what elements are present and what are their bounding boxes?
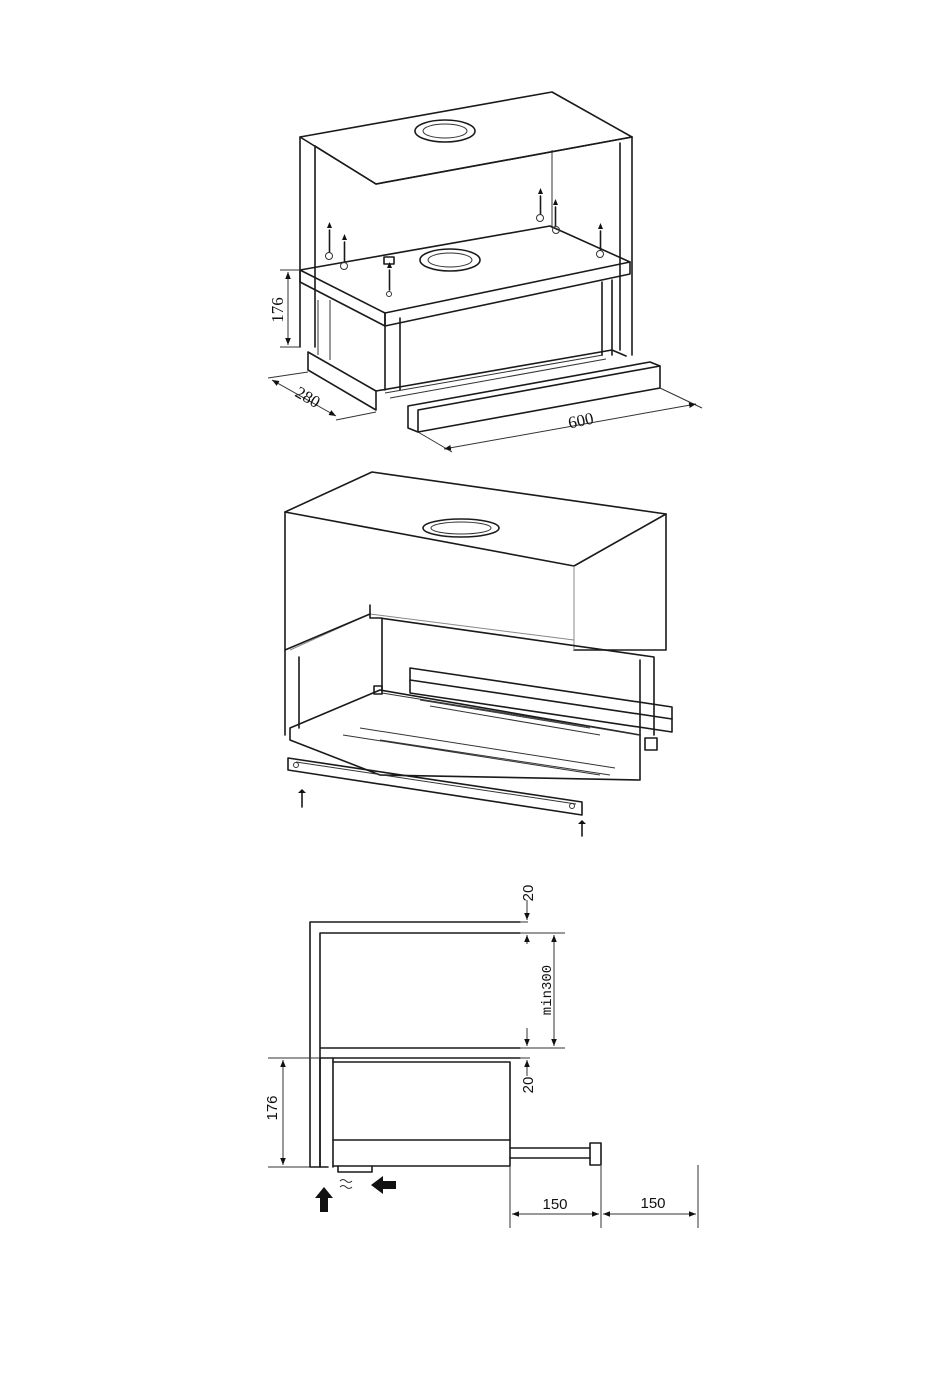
duct-hole-shelf bbox=[420, 249, 480, 271]
dim-width-600: 600 bbox=[418, 388, 702, 452]
telescopic-rail bbox=[510, 1148, 590, 1158]
figure-3-side-section: 20 min300 20 176 1 bbox=[264, 885, 698, 1228]
arrow-up-icon bbox=[315, 1187, 333, 1212]
dim-height-176: 176 bbox=[268, 270, 300, 347]
dim-label-176-section: 176 bbox=[264, 1095, 281, 1120]
hood-side-view bbox=[333, 1062, 510, 1166]
arrow-left-icon bbox=[371, 1176, 396, 1194]
dim-label-280: 280 bbox=[292, 383, 324, 412]
dim-height-176-section: 176 bbox=[264, 1058, 320, 1167]
cabinet-right-side bbox=[620, 137, 632, 355]
screw-icon bbox=[298, 789, 306, 807]
dim-label-lower-20: 20 bbox=[520, 1077, 537, 1094]
mounting-bracket bbox=[288, 758, 582, 815]
screw-icon bbox=[578, 820, 586, 836]
screw-icon bbox=[387, 262, 392, 290]
dim-label-top-20: 20 bbox=[520, 885, 537, 902]
dim-depth-280: 280 bbox=[268, 372, 376, 420]
screw-icon bbox=[538, 188, 543, 214]
screw-icon bbox=[598, 223, 603, 250]
front-panel-side bbox=[590, 1143, 601, 1165]
dim-label-min300: min300 bbox=[540, 965, 556, 1015]
airflow-arrows bbox=[315, 1176, 396, 1212]
cable-hole bbox=[384, 257, 394, 264]
figure-1-cabinet-mounting: 176 280 600 bbox=[268, 92, 702, 452]
dim-label-150-second: 150 bbox=[640, 1195, 665, 1212]
cabinet-outline bbox=[285, 472, 666, 650]
dim-lower-gap-20: 20 bbox=[520, 1028, 537, 1093]
dim-top-gap-20: 20 bbox=[520, 885, 537, 944]
figure-2-hood-installation bbox=[285, 472, 672, 836]
cabinet-section bbox=[310, 922, 520, 1167]
dim-label-600: 600 bbox=[566, 409, 595, 433]
dim-label-176: 176 bbox=[268, 297, 287, 323]
screws bbox=[326, 188, 604, 297]
duct-hole-top bbox=[415, 120, 475, 142]
cabinet-left-side bbox=[300, 137, 315, 347]
dim-label-150-first: 150 bbox=[542, 1196, 567, 1213]
screw-icon bbox=[327, 222, 332, 252]
cabinet-top-panel bbox=[300, 92, 632, 184]
dim-extension: 150 150 bbox=[510, 1165, 698, 1228]
screw-icon bbox=[342, 234, 347, 262]
screw-icon bbox=[553, 199, 558, 226]
